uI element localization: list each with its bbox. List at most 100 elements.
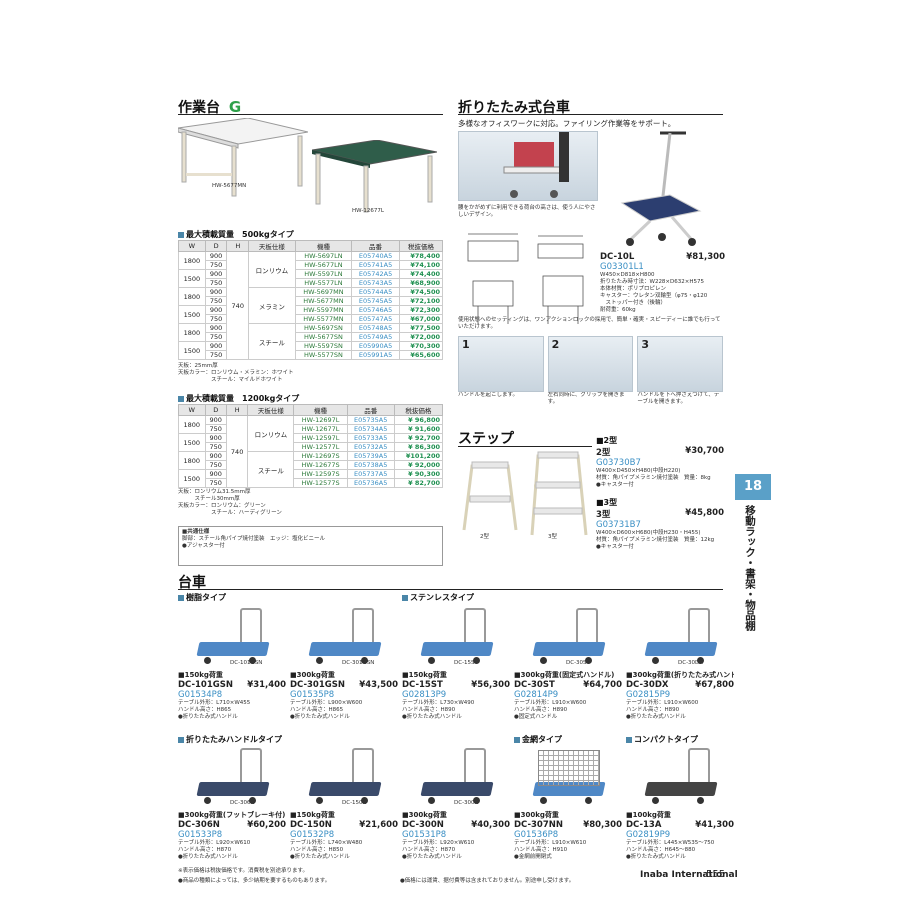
folding-step-text: ハンドルを起こします。 <box>458 392 518 398</box>
workbench-divider <box>178 114 443 115</box>
daisha-title: 台車 <box>178 575 206 591</box>
cell-price: ¥65,600 <box>398 350 444 360</box>
cart-model-price: DC-306N¥60,200 <box>178 820 286 830</box>
cell-model: HW-5577MN <box>294 314 353 324</box>
cell-model: HW-12597S <box>293 469 348 479</box>
t1200-heading: 最大積載質量 1200kgタイプ <box>178 393 299 404</box>
folding-cart-photo <box>600 125 720 250</box>
folding-step-photo: 2 <box>547 336 634 392</box>
cart-photo <box>420 744 494 806</box>
cell-price: ¥72,100 <box>398 296 444 306</box>
cart-deck <box>644 782 718 796</box>
folding-model: DC-10L <box>600 252 635 262</box>
cart-price: ¥67,800 <box>695 680 734 690</box>
folding-step-text: 左右同時に、グリップを開きます。 <box>547 392 625 405</box>
cart-handle <box>688 748 710 786</box>
compact-heading-text: コンパクトタイプ <box>634 735 698 744</box>
cell-d: 900 <box>204 269 228 279</box>
cell-d: 750 <box>204 260 228 270</box>
cell-price: ¥77,500 <box>398 323 444 333</box>
folding-step-number: 2 <box>551 338 560 351</box>
cell-price: ¥ 86,300 <box>393 442 444 452</box>
cell-model: HW-5677SN <box>294 332 353 342</box>
cart-info: ■300kg荷重(折りたたみ式ハンドル)DC-30DX¥67,800G02815… <box>626 670 734 721</box>
cart-handle <box>240 608 262 646</box>
cart-price: ¥31,400 <box>247 680 286 690</box>
cart-model-price: DC-30ST¥64,700 <box>514 680 622 690</box>
table-header-cell: 品番 <box>351 240 400 252</box>
resin-heading: 樹脂タイプ <box>178 592 226 603</box>
wheel-icon <box>652 797 659 804</box>
cell-price: ¥70,300 <box>398 341 444 351</box>
cell-code: E05748A5 <box>351 323 400 333</box>
cell-code: E05747A5 <box>351 314 400 324</box>
cell-code: E05745A5 <box>351 296 400 306</box>
cart-photo-label: DC-101GSN <box>230 660 263 666</box>
cart-deck <box>196 642 270 656</box>
cell-price: ¥74,400 <box>398 269 444 279</box>
cart-code: G02819P9 <box>626 830 671 840</box>
cart-photo <box>532 604 606 666</box>
cart-code: G01533P8 <box>178 830 223 840</box>
cart-photo <box>308 744 382 806</box>
footer-note-3: ●価格には運賃、据付費等は含まれておりません。別途申し受けます。 <box>400 878 575 884</box>
cell-d: 900 <box>204 305 228 315</box>
cell-model: HW-5597SN <box>294 341 353 351</box>
stainless-heading: ステンレスタイプ <box>402 592 474 603</box>
cart-handle <box>352 748 374 786</box>
cell-w: 1500 <box>178 433 206 452</box>
wheel-icon <box>249 797 256 804</box>
cell-price: ¥68,900 <box>398 278 444 288</box>
cart-code: G01534P8 <box>178 690 223 700</box>
cart-load: ■150kg荷重 <box>290 811 335 819</box>
cart-model: DC-101GSN <box>178 680 233 690</box>
folding-handle-heading-text: 折りたたみハンドルタイプ <box>186 735 282 744</box>
step-label-3: 3型 <box>548 534 557 540</box>
cart-model-price: DC-300N¥40,300 <box>402 820 510 830</box>
t500-note: 天板：25mm厚 天板カラー：ロンリウム・メラミン：ホワイト スチール：マイルド… <box>178 363 294 383</box>
cart-spec: テーブル外形：L900×W600 ハンドル高さ：H865 ●折りたたみ式ハンドル <box>290 700 363 720</box>
cell-w: 1500 <box>178 305 206 324</box>
cart-handle <box>352 608 374 646</box>
cart-model: DC-150N <box>290 820 332 830</box>
cart-model: DC-13A <box>626 820 662 830</box>
cell-w: 1800 <box>178 415 206 434</box>
step-type2-spec: W400×D450×H480(中段H220) 材質：角パイプメラミン焼付塗装 質… <box>596 468 711 488</box>
stainless-heading-text: ステンレスタイプ <box>410 593 474 602</box>
cart-photo-label: DC-300N <box>454 800 479 806</box>
chapter-tab[interactable]: 18 <box>735 474 771 500</box>
cell-price: ¥67,000 <box>398 314 444 324</box>
cell-price: ¥ 82,700 <box>393 478 444 488</box>
cart-model: DC-15ST <box>402 680 443 690</box>
cart-spec: テーブル外形：L910×W610 ハンドル高さ：H910 ●金網前開閉式 <box>514 840 587 860</box>
cart-deck <box>644 642 718 656</box>
cell-d: 750 <box>204 442 227 452</box>
cart-spec: テーブル外形：L920×W610 ハンドル高さ：H870 ●折りたたみ式ハンドル <box>402 840 475 860</box>
step-title: ステップ <box>458 431 514 447</box>
cart-model-price: DC-301GSN¥43,500 <box>290 680 398 690</box>
cart-deck <box>196 782 270 796</box>
cart-deck <box>420 782 494 796</box>
cell-d: 750 <box>204 278 228 288</box>
step-type2-code: G03730B7 <box>596 458 641 468</box>
cart-price: ¥40,300 <box>471 820 510 830</box>
cell-code: E05736A5 <box>346 478 395 488</box>
folding-handle-heading: 折りたたみハンドルタイプ <box>178 734 282 745</box>
cell-price: ¥ 92,700 <box>393 433 444 443</box>
folding-step: 2 左右同時に、グリップを開きます。 <box>547 336 634 406</box>
workbench-image-green <box>311 139 438 215</box>
cart-photo <box>196 604 270 666</box>
cart-photo <box>420 604 494 666</box>
footer-note-2: ●商品の種類によっては、多少納期を要するものもあります。 <box>178 878 331 884</box>
